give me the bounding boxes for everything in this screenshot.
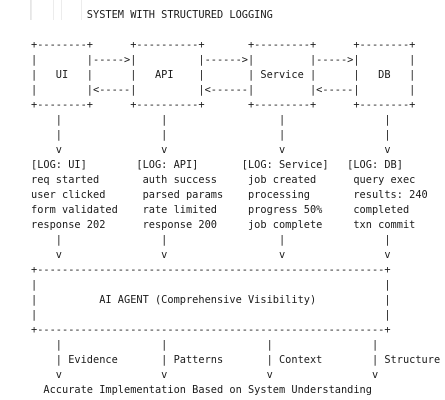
agent-box-side: | | xyxy=(31,279,391,291)
log-entries-row: response 202 response 200 job complete t… xyxy=(31,219,416,231)
component-box-bottom: +--------+ +----------+ +---------+ +---… xyxy=(31,99,416,111)
log-connector-arrows: v v v v xyxy=(31,144,391,156)
log-connector: | | | | xyxy=(31,129,391,141)
diagram-conclusion: Accurate Implementation Based on System … xyxy=(31,384,372,396)
component-return-arrows: | |<-----| |<------| |<-----| | xyxy=(31,84,416,96)
component-labels: | UI | | API | | Service | | DB | xyxy=(31,69,416,81)
output-connector-arrows: v v v v xyxy=(31,369,379,381)
agent-box-top: +---------------------------------------… xyxy=(31,264,391,276)
background-grid xyxy=(30,0,91,20)
log-entries-row: user clicked parsed params processing re… xyxy=(31,189,428,201)
ascii-architecture-diagram: SYSTEM WITH STRUCTURED LOGGING +--------… xyxy=(31,8,440,398)
log-entries-row: req started auth success job created que… xyxy=(31,174,416,186)
agent-connector: | | | | xyxy=(31,234,391,246)
diagram-title: SYSTEM WITH STRUCTURED LOGGING xyxy=(31,9,273,21)
agent-connector-arrows: v v v v xyxy=(31,249,391,261)
agent-box-label: | AI AGENT (Comprehensive Visibility) | xyxy=(31,294,391,306)
agent-box-bottom: +---------------------------------------… xyxy=(31,324,391,336)
log-entries-row: form validated rate limited progress 50%… xyxy=(31,204,410,216)
log-headers: [LOG: UI] [LOG: API] [LOG: Service] [LOG… xyxy=(31,159,403,171)
log-connector: | | | | xyxy=(31,114,391,126)
output-connector: | | | | xyxy=(31,339,379,351)
component-forward-arrows: | |----->| |------>| |----->| | xyxy=(31,54,416,66)
component-box-top: +--------+ +----------+ +---------+ +---… xyxy=(31,39,416,51)
output-labels: | Evidence | Patterns | Context | Struct… xyxy=(31,354,441,366)
agent-box-side: | | xyxy=(31,309,391,321)
